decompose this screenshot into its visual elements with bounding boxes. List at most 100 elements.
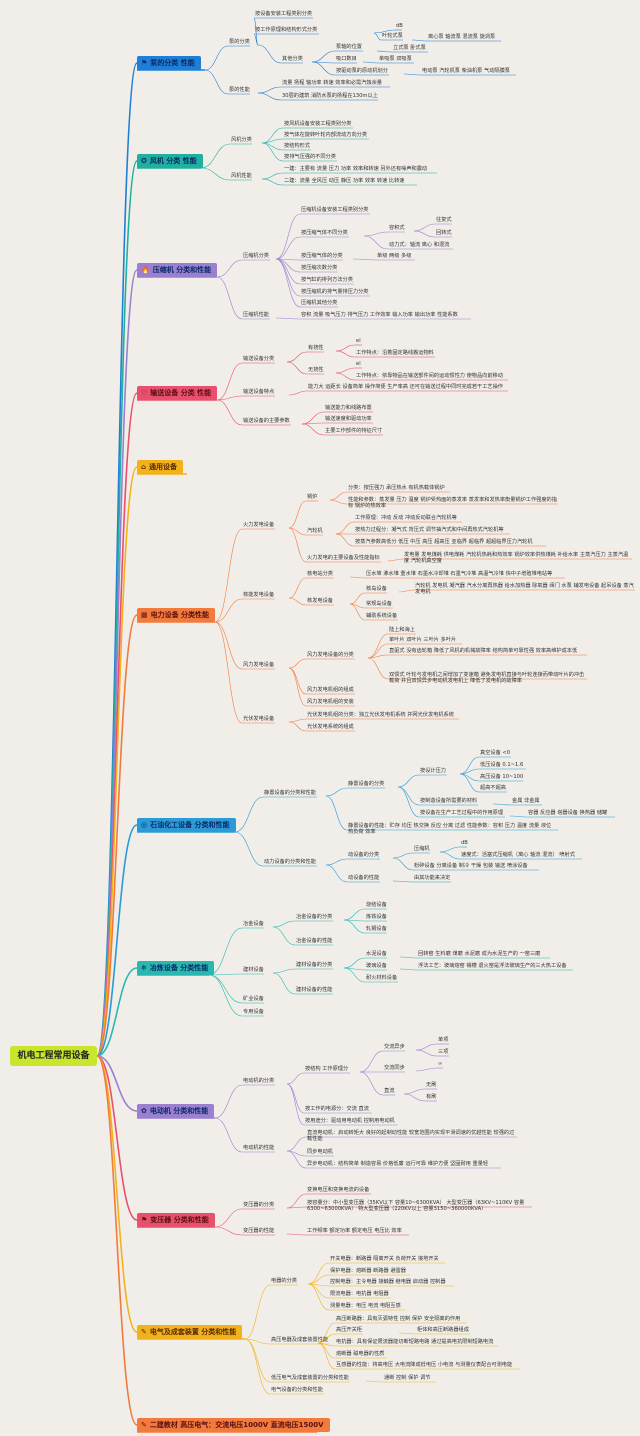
node-metallurgy-bd_cls[interactable]: 建材设备的分类 [296,962,333,968]
node-fan-c2[interactable]: 按气体在旋转叶轮内部流动方向分类 [284,132,368,138]
node-metallurgy-sm3[interactable]: 轧钢设备 [366,926,387,932]
node-transformer-classify[interactable]: 变压器的分类 [243,1202,275,1208]
node-conveyor-p2[interactable]: 输送速度和驱动功率 [325,416,372,422]
node-petro-d3[interactable]: 高压设备 10~100 [480,774,524,780]
node-compressor-classify[interactable]: 压缩机分类 [243,253,269,259]
node-motor-ac_async[interactable]: 交流异步 [384,1044,405,1050]
node-compressor-c6[interactable]: 按压缩机的排气量排压力分类 [301,289,369,295]
node-electrical-a2[interactable]: 保护电器：熔断器 断路器 避雷器 [330,1268,406,1274]
node-power-ng1d[interactable]: 汽轮机 发电机 凝汽器 汽水分离再热器 给水加热器 除氧器 阀门 水泵 辅发电设… [415,583,634,595]
node-pump-c2_o1d[interactable]: 立式泵 卧式泵 [393,45,426,51]
node-compressor-c7[interactable]: 压缩机其他分类 [301,300,338,306]
node-compressor-c3[interactable]: 按压缩气体的分类 [301,253,343,259]
node-motor-classify[interactable]: 电动机的分类 [243,1078,275,1084]
node-petro-mat_d[interactable]: 金属 非金属 [512,798,540,804]
node-conveyor-param[interactable]: 输送设备的主要参数 [243,418,290,424]
node-compressor-c2_vol[interactable]: 容积式 [389,225,405,231]
node-power-wind_ins[interactable]: 风力发电机组的安装 [307,699,354,705]
node-motor-ac_three[interactable]: 三项 [438,1049,449,1055]
branch-compressor[interactable]: 🔥压缩机 分类和性能 [137,263,218,277]
node-power-w3[interactable]: 直驱式 没有齿轮箱 降低了风机的机械故障率 结构简单可靠性强 效率高维护成本低 [389,648,578,654]
node-electrical-h1[interactable]: 高压断路器：具有灭弧特性 控制 保护 安全隔离的作用 [336,1316,461,1322]
node-petro-d2[interactable]: 低压设备 0.1~1.6 [480,762,524,768]
node-electrical-a5[interactable]: 测量电器：电压 电流 电阻互感 [330,1303,401,1309]
node-transformer-perf_d[interactable]: 工作频率 额定功率 额定电压 电压比 效率 [307,1228,402,1234]
branch-metallurgy[interactable]: ❄冶炼设备 分类性能 [137,961,215,975]
node-electrical-h5[interactable]: 互感器的性能：将高电压 大电流降成低电压 小电流 与测量仪表配合可测电能 [336,1362,513,1368]
node-conveyor-c1[interactable]: 有挠性 [308,345,324,351]
branch-general[interactable]: ⌂通用设备 [137,460,184,474]
node-power-boiler[interactable]: 锅炉 [307,494,318,500]
node-electrical-lv2[interactable]: 电气设备的分类和性能 [271,1387,323,1393]
node-fan-c4[interactable]: 按排气压强的不同分类 [284,154,336,160]
node-conveyor-c1_d[interactable]: 工作特点：沿着固定路线搬运物料 [356,350,434,356]
node-electrical-lv_d[interactable]: 通断 控制 保护 调节 [384,1375,431,1381]
node-conveyor-c2_d[interactable]: 工作特点：依靠物品在输送部件间的运动惯性力 使物品向前移动 [356,373,503,379]
node-electrical-h2d[interactable]: 柜体和高压断路器组成 [417,1327,469,1333]
node-motor-perf[interactable]: 电动机的性能 [243,1145,275,1151]
branch-fan[interactable]: ✪风机 分类 性能 [137,154,203,168]
node-power-thermal[interactable]: 火力发电设备 [243,522,275,528]
branch-electrical[interactable]: ✎电气及成套装置 分类和性能 [137,1325,243,1339]
node-pump-c2_other[interactable]: 其他分类 [282,56,303,62]
node-power-w2[interactable]: 单叶片 双叶片 三叶片 多叶片 [389,637,457,643]
node-petro-static[interactable]: 静置设备的分类和性能 [264,790,316,796]
branch-electrical_2[interactable]: ✎二建教材 高压电气：交流电压1000V 直流电压1500V [137,1418,330,1432]
node-pump-c2_o2[interactable]: 吸口数目 [336,56,357,62]
node-motor-dc_brush[interactable]: 有刷 [426,1094,437,1100]
node-power-w4[interactable]: 双馈式 叶轮与发电机之间增加了变速箱 避免发电机直接与叶轮连接而带动叶片的冲击载… [389,672,585,684]
node-compressor-c2_vol1[interactable]: 往复式 [436,217,452,223]
node-metallurgy-special[interactable]: 专用设备 [243,1009,264,1015]
node-petro-design[interactable]: 按设计压力 [420,768,446,774]
node-power-wind[interactable]: 风力发电设备 [243,662,275,668]
node-electrical-h3[interactable]: 电抗器：具有保证限流器能切断短路电路 通过提高电抗限制短路电流 [336,1339,494,1345]
node-motor-p1[interactable]: 直流电动机：启动转矩大 良好的起制动性能 较宽范围内实现平滑调速的优越性能 较强… [307,1130,515,1142]
node-petro-static_cls[interactable]: 静置设备的分类 [348,781,385,787]
node-power-solar[interactable]: 光伏发电设备 [243,716,275,722]
node-petro-dynamic[interactable]: 动力设备的分类和性能 [264,859,316,865]
node-electrical-lv[interactable]: 低压电气及成套装置的分类和性能 [271,1375,349,1381]
branch-petro[interactable]: ◎石油化工设备 分类和性能 [137,818,236,832]
node-compressor-c1[interactable]: 压缩机设备安装工程类别分类 [301,207,369,213]
node-conveyor-p3[interactable]: 主要工作部件的特征尺寸 [325,428,383,434]
node-electrical-a4[interactable]: 限流电器：电抗器 电阻器 [330,1291,389,1297]
node-petro-comp_speed[interactable]: 速度式：活塞式压缩机（离心 轴流 混流） 喷射式 [461,852,575,858]
node-pump-c2_db[interactable]: dB [396,23,403,29]
branch-conveyor[interactable]: ♡输送设备 分类 性能 [137,386,218,400]
node-power-s2[interactable]: 光伏发电系统的组成 [307,724,354,730]
node-power-b2[interactable]: 性能和参数：蒸发量 压力 温度 锅炉受热面的蒸发率 蒸发率和发热率衡量锅炉工作强… [348,497,557,509]
node-motor-p3[interactable]: 异步电动机：结构简单 制造容易 价格低廉 运行可靠 维护方便 坚固耐用 重量轻 [307,1161,489,1167]
node-petro-d4[interactable]: 超高不超高 [480,785,506,791]
node-electrical-appliance[interactable]: 电器的分类 [271,1278,297,1284]
node-power-wind_comp[interactable]: 风力发电机组的组成 [307,687,354,693]
node-metallurgy-bd2d[interactable]: 浮法工艺：玻璃熔窑 锡槽 退火窑是浮法玻璃生产的三大热工设备 [418,963,567,969]
node-fan-perf2[interactable]: 二建：流量 全风压 动压 静压 功率 效率 转速 比转速 [284,178,405,184]
node-conveyor-feat[interactable]: 输送设备特点 [243,389,275,395]
node-power-thermal_main_d[interactable]: 发电量 发电煤耗 供电煤耗 汽轮机热耗和热效率 锅炉效率供热煤耗 补给水率 主蒸… [404,552,629,564]
node-conveyor-feat_d[interactable]: 能力大 运距长 设备简单 操作简便 生产率高 还可在输送过程中同时完成若干工艺操… [308,384,503,390]
node-electrical-h4[interactable]: 熔断器 磁电器的性质 [336,1351,385,1357]
node-metallurgy-bd1[interactable]: 水泥设备 [366,951,387,957]
node-pump-c2_o3[interactable]: 按驱动泵的原动机划分 [336,68,388,74]
node-power-t1[interactable]: 工作原理：冲动 反动 冲动反动联合汽轮机等 [355,515,457,521]
node-power-s1[interactable]: 光伏发电机组的分类：独立光伏发电机系统 并网光伏发电机系统 [307,712,454,718]
node-pump-perf[interactable]: 泵的性能 [229,87,250,93]
node-conveyor-c2_e[interactable]: el [356,361,361,367]
node-transformer-c2[interactable]: 按容量分：中小型变压器（35KV以下 容量10~6300KVA） 大型变压器（6… [307,1200,525,1212]
node-pump-c2_o1[interactable]: 泵轴的位置 [336,44,362,50]
node-power-turbine[interactable]: 汽轮机 [307,528,323,534]
node-pump-c2_vane_detail[interactable]: 离心泵 轴流泵 混流泵 旋涡泵 [428,34,496,40]
node-compressor-c2_vol2[interactable]: 回转式 [436,230,452,236]
node-fan-classify[interactable]: 风机分类 [231,137,252,143]
node-fan-perf1[interactable]: 一建：主要有 流量 压力 功率 效率和转速 另外还有噪声和震动 [284,166,428,172]
node-conveyor-c2[interactable]: 无挠性 [308,367,324,373]
node-metallurgy-sm2[interactable]: 炼铁设备 [366,914,387,920]
node-metallurgy-smelt[interactable]: 冶金设备 [243,921,264,927]
node-metallurgy-mine[interactable]: 矿业设备 [243,996,264,1002]
node-petro-comp[interactable]: 压缩机 [414,846,430,852]
node-pump-c2_o3d[interactable]: 电动泵 汽轮机泵 柴油机泵 气动隔膜泵 [422,68,510,74]
node-metallurgy-bd_perf[interactable]: 建材设备的性能 [296,987,333,993]
node-fan-perf[interactable]: 风机性能 [231,173,252,179]
node-motor-ac_sync[interactable]: 交流同步 [384,1065,405,1071]
node-metallurgy-bd1d[interactable]: 回转窑 生料磨 煤磨 水泥磨 成为水泥生产的 一窑三磨 [418,951,541,957]
